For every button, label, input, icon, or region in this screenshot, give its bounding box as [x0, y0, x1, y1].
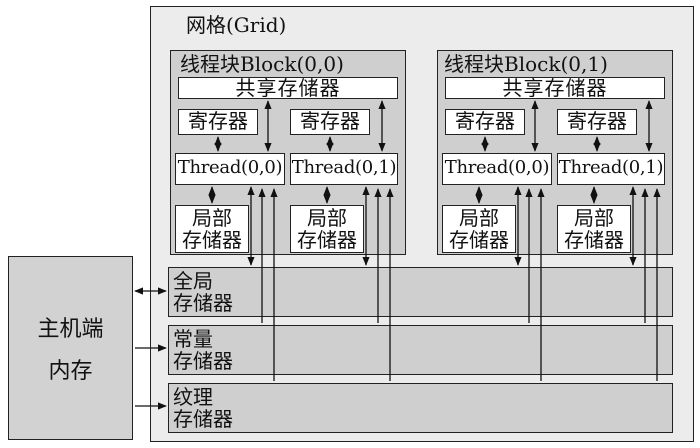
constant-memory-line2: 存储器 — [173, 349, 233, 373]
block-title: 线程块Block(0,1) — [444, 52, 608, 76]
thread-box: Thread(0,0) — [175, 153, 285, 185]
local-memory-line2: 存储器 — [297, 228, 357, 252]
register-box: 寄存器 — [557, 109, 637, 135]
texture-memory: 纹理存储器 — [168, 383, 673, 433]
thread-box: Thread(0,1) — [557, 153, 665, 185]
local-memory: 局部存储器 — [442, 205, 516, 253]
register-box: 寄存器 — [445, 109, 525, 135]
shared-memory: 共享存储器 — [178, 77, 398, 99]
host-memory: 主机端 内存 — [8, 256, 133, 440]
texture-memory-line1: 纹理 — [173, 385, 213, 409]
register-box: 寄存器 — [178, 109, 258, 135]
local-memory-line2: 存储器 — [449, 228, 509, 252]
block-title: 线程块Block(0,0) — [180, 52, 344, 76]
local-memory-line1: 局部 — [307, 206, 347, 230]
local-memory-line2: 存储器 — [182, 228, 242, 252]
host-memory-line2: 内存 — [48, 359, 93, 384]
thread-box: Thread(0,1) — [290, 153, 398, 185]
register-box: 寄存器 — [290, 109, 370, 135]
constant-memory-line1: 常量 — [173, 327, 213, 351]
local-memory: 局部存储器 — [557, 205, 631, 253]
local-memory-line1: 局部 — [574, 206, 614, 230]
grid-title: 网格(Grid) — [186, 13, 287, 37]
host-memory-line1: 主机端 — [37, 317, 104, 342]
constant-memory: 常量存储器 — [168, 325, 673, 375]
texture-memory-line2: 存储器 — [173, 407, 233, 431]
local-memory: 局部存储器 — [290, 205, 364, 253]
local-memory-line2: 存储器 — [564, 228, 624, 252]
shared-memory: 共享存储器 — [445, 77, 665, 99]
local-memory-line1: 局部 — [192, 206, 232, 230]
global-memory: 全局存储器 — [168, 267, 673, 317]
thread-box: Thread(0,0) — [442, 153, 552, 185]
global-memory-line1: 全局 — [173, 269, 213, 293]
global-memory-line2: 存储器 — [173, 291, 233, 315]
local-memory-line1: 局部 — [459, 206, 499, 230]
